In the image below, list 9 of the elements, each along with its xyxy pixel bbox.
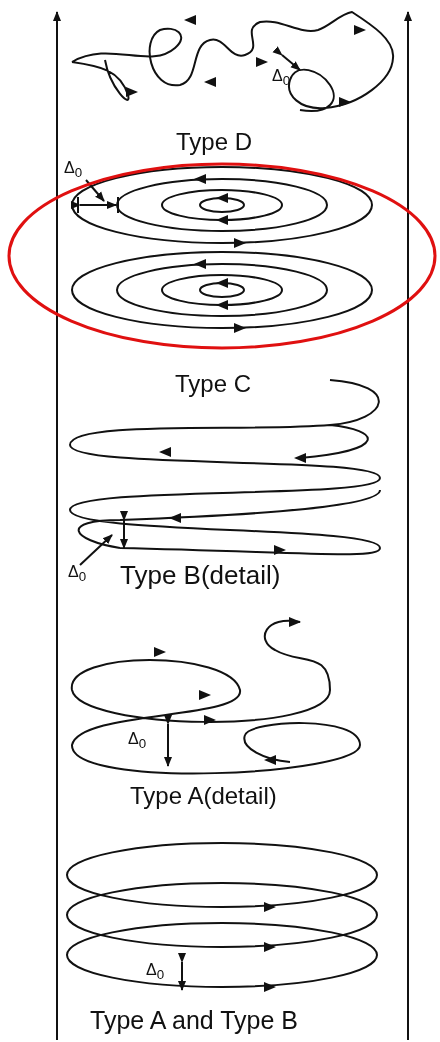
type-caption: Type A and Type B: [90, 1008, 299, 1033]
type-caption: Type B(detail): [120, 562, 281, 588]
delta-label: Δ$_{0}$: [68, 564, 87, 584]
type-caption: Type C: [175, 372, 252, 396]
type-caption: Type A(detail): [130, 784, 277, 808]
delta-label: Δ$_{0}$: [128, 731, 147, 751]
delta-label: Δ$_{0}$: [146, 962, 165, 982]
type-caption: Type D: [176, 130, 253, 154]
delta-label: Δ$_{0}$: [64, 160, 83, 180]
